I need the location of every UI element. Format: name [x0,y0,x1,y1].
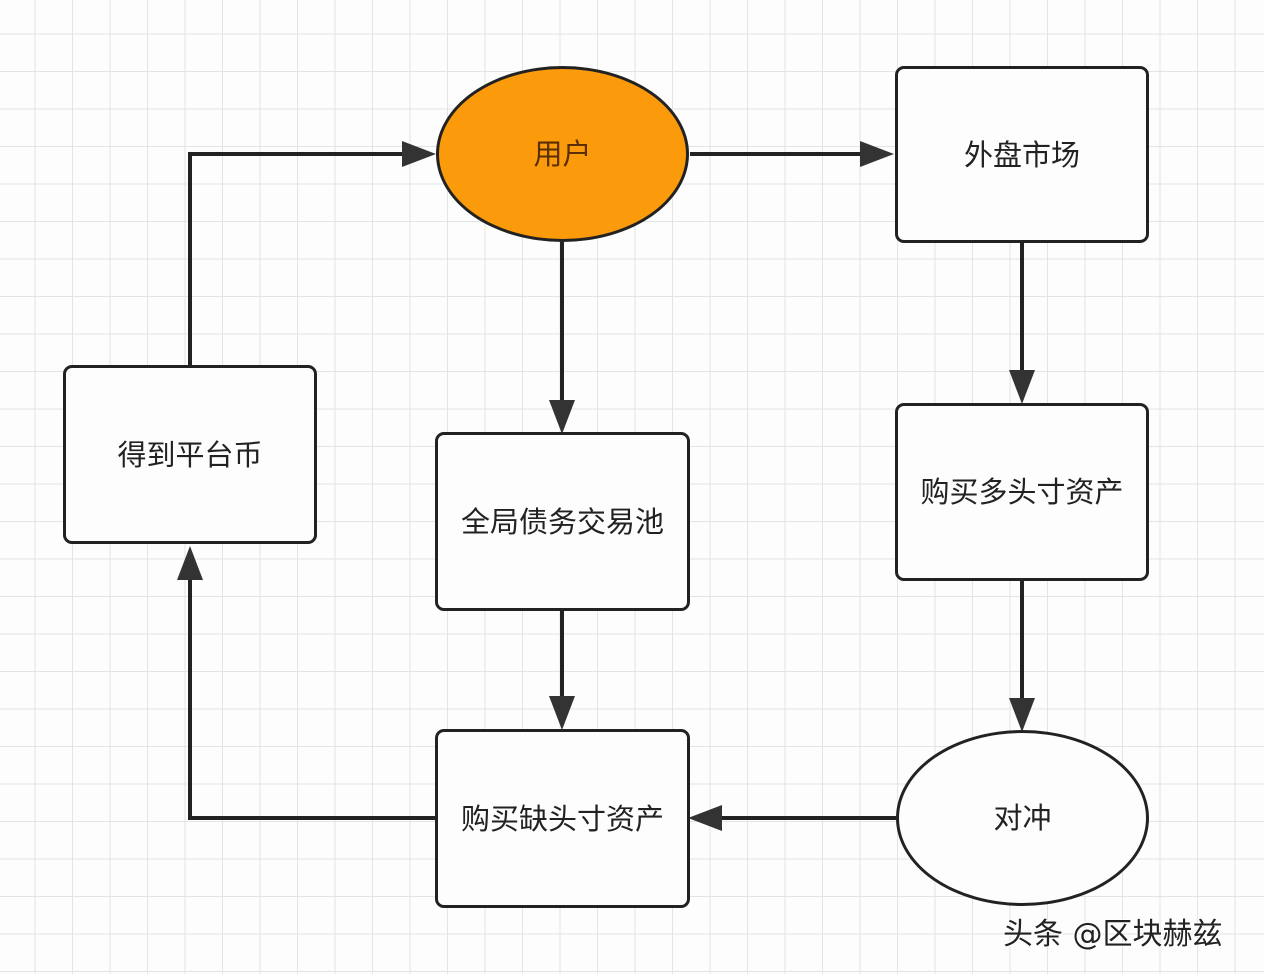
arrowhead-external-market [860,141,894,167]
edge-platform-coin-to-user [188,152,404,365]
arrowhead-buy-short-right [688,805,722,831]
watermark: 头条 @区块赫兹 [1003,917,1223,952]
node-buy-short-label: 购买缺头寸资产 [460,801,664,836]
arrowhead-platform-coin [177,546,203,580]
node-debt-pool: 全局债务交易池 [435,432,690,611]
node-user: 用户 [436,66,689,242]
arrowhead-hedge [1009,698,1035,732]
node-hedge: 对冲 [896,730,1149,906]
node-platform-coin-label: 得到平台币 [117,437,263,472]
edge-buy-short-to-platform-coin [188,580,436,820]
node-buy-long-label: 购买多头寸资产 [920,475,1124,509]
arrowhead-buy-long [1009,370,1035,404]
node-debt-pool-label: 全局债务交易池 [460,504,664,539]
node-user-label: 用户 [533,137,592,171]
node-buy-short: 购买缺头寸资产 [435,729,690,908]
node-platform-coin: 得到平台币 [63,365,317,544]
node-hedge-label: 对冲 [993,801,1052,835]
arrowhead-debt-pool [549,400,575,434]
node-buy-long: 购买多头寸资产 [895,403,1149,581]
node-external-market: 外盘市场 [895,66,1149,243]
arrowhead-user [402,141,436,167]
node-external-market-label: 外盘市场 [963,137,1080,172]
arrowhead-buy-short-top [549,696,575,730]
